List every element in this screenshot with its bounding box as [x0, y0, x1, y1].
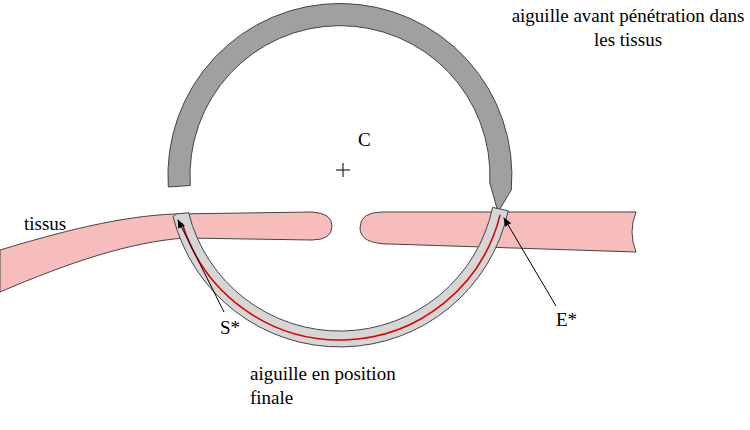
- needle-before: [168, 3, 512, 212]
- point-label: S*: [220, 316, 260, 340]
- needle-final: [173, 207, 508, 347]
- suture-path: [182, 215, 500, 340]
- centre-cross: [336, 163, 350, 177]
- leader-arrow: [504, 218, 556, 306]
- tissue-label: tissus: [24, 212, 104, 236]
- centre-label: C: [358, 128, 388, 152]
- needle-label: aiguille avant pénétration dans les tiss…: [510, 4, 746, 52]
- point-label: E*: [556, 308, 596, 332]
- tissue-left: [0, 212, 332, 292]
- leader-arrow: [178, 220, 224, 312]
- needle-label: aiguille en position finale: [250, 362, 435, 410]
